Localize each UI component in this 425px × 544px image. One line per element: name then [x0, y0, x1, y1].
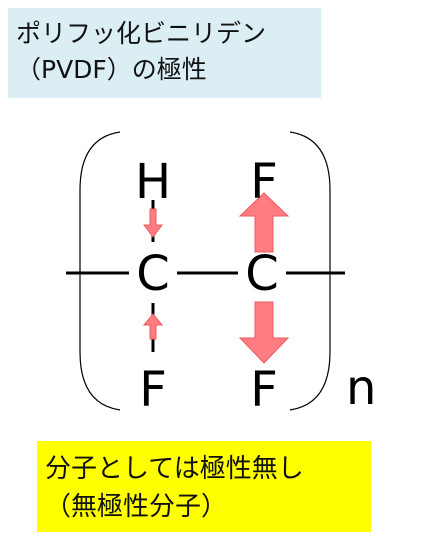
note-box: 分子としては極性無し （無極性分子）: [37, 441, 371, 532]
repeat-subscript: n: [346, 360, 376, 416]
atom-bottom-right: F: [250, 362, 278, 418]
atom-center-left: C: [136, 246, 170, 302]
dipole-arrow-large-down: [238, 301, 290, 364]
title-line-1: ポリフッ化ビニリデン: [16, 19, 267, 48]
atom-center-right: C: [245, 246, 279, 302]
note-line-1: 分子としては極性無し: [45, 454, 304, 484]
title-box: ポリフッ化ビニリデン （PVDF）の極性: [8, 8, 321, 98]
note-line-2: （無極性分子）: [45, 492, 228, 522]
left-bracket: [79, 131, 121, 411]
atom-bottom-left: F: [139, 362, 167, 418]
title-line-2: （PVDF）の極性: [16, 55, 207, 84]
dipole-arrow-small-up: [142, 313, 164, 340]
right-bracket: [289, 131, 331, 411]
atom-top-left: H: [135, 154, 171, 210]
dipole-arrow-small-down: [143, 208, 163, 238]
dipole-arrow-large-up: [238, 192, 290, 253]
atom-top-right: F: [250, 154, 278, 210]
